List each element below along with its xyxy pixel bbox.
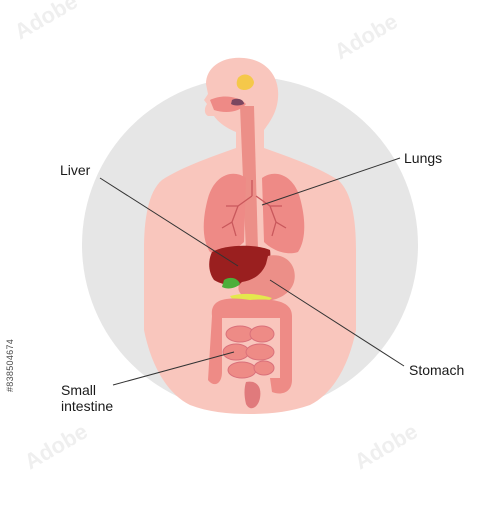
liver-label: Liver (60, 162, 91, 178)
svg-text:Adobe: Adobe (350, 418, 422, 474)
svg-text:Adobe: Adobe (20, 418, 92, 474)
liver-leader-line (99, 177, 239, 267)
small-intestine-label: Small intestine (61, 382, 113, 414)
rectum (244, 381, 261, 409)
large-intestine (208, 298, 292, 394)
stock-id-watermark: #838504674 (5, 338, 15, 392)
stomach-label: Stomach (409, 362, 465, 378)
svg-text:Adobe: Adobe (330, 8, 402, 64)
lungs-label: Lungs (404, 150, 443, 166)
small-intestine-leader-line (112, 351, 235, 386)
gallbladder (222, 277, 240, 289)
lungs (203, 173, 305, 254)
tongue (231, 98, 244, 106)
small-intestine-label-line2: intestine (61, 398, 114, 414)
stomach (238, 255, 295, 302)
stomach-leader-line (269, 279, 405, 367)
svg-text:Adobe: Adobe (10, 0, 82, 44)
small-intestine-label-line1: Small (61, 382, 97, 398)
brain-accent (236, 74, 254, 91)
small-intestine (222, 325, 275, 379)
liver (209, 245, 271, 286)
lungs-leader-line (261, 157, 401, 206)
